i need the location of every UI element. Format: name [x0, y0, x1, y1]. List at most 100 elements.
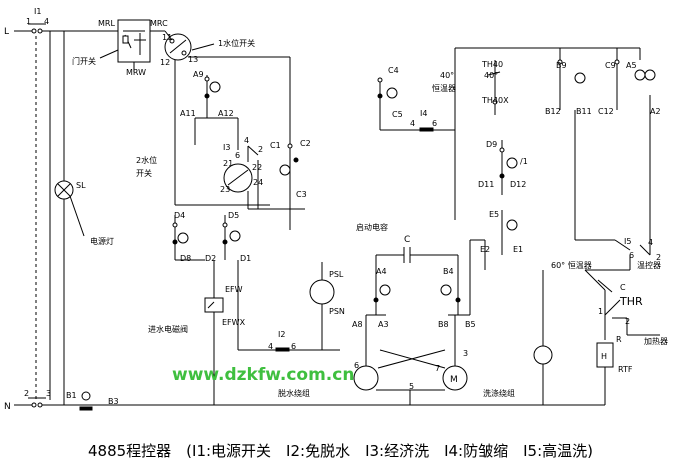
label-heater: 加热器	[644, 336, 668, 346]
contact-d9-d12	[499, 140, 518, 195]
label-n22: 22	[252, 163, 262, 172]
label-temp-controller: 温控器	[637, 260, 661, 270]
label-n11: 11	[162, 33, 172, 42]
label-n6c: 6	[291, 342, 296, 351]
label-psl: PSL	[329, 270, 344, 279]
label-efwx: EFWX	[222, 318, 246, 327]
label-c: C	[404, 235, 410, 245]
label-th40x: TH40X	[481, 96, 509, 105]
label-i3: I3	[223, 143, 230, 152]
thermostat-60	[584, 269, 613, 340]
label-n2: 2	[258, 145, 263, 154]
label-a9: A9	[193, 70, 204, 79]
label-c3: C3	[296, 190, 307, 199]
label-b4: B4	[443, 267, 454, 276]
label-n4c: 4	[268, 342, 273, 351]
diagram-caption: 4885程控器 (I1:电源开关 I2:免脱水 I3:经济洗 I4:防皱缩 I5…	[88, 442, 593, 460]
label-i1: I1	[34, 7, 41, 16]
contact-a4-a8	[366, 275, 391, 316]
label-sl: SL	[76, 181, 86, 190]
contact-b9-b12	[557, 48, 615, 241]
label-door-switch: 门开关	[72, 56, 96, 66]
label-c-thr: C	[620, 283, 626, 292]
label-d12: D12	[510, 180, 526, 189]
label-slash-1: /1	[520, 157, 528, 166]
label-t2: 2	[24, 389, 29, 398]
contact-a9	[194, 75, 239, 150]
label-mrl: MRL	[98, 19, 115, 28]
power-rails	[14, 30, 605, 406]
label-a8: A8	[352, 320, 363, 329]
temperature-controller	[604, 299, 660, 336]
label-th40: TH40	[481, 60, 503, 69]
label-a4: A4	[376, 267, 387, 276]
limiter-40	[455, 47, 640, 115]
label-water-level-2b: 开关	[136, 168, 152, 178]
switch-i5	[585, 239, 651, 271]
label-a5: A5	[626, 61, 637, 70]
label-i2: I2	[278, 330, 285, 339]
label-n5: 5	[409, 382, 414, 391]
label-m: M	[450, 375, 458, 385]
label-n4b: 4	[410, 119, 415, 128]
label-a12: A12	[218, 109, 234, 118]
heater	[596, 342, 614, 405]
label-b1: B1	[66, 391, 77, 400]
label-b3: B3	[108, 397, 119, 406]
label-n6e: 6	[354, 361, 359, 370]
label-b8: B8	[438, 320, 449, 329]
label-n13: 13	[188, 55, 198, 64]
label-n2-thr: 2	[625, 317, 630, 326]
label-i4: I4	[420, 109, 427, 118]
label-i5: I5	[624, 237, 631, 246]
drain-pump	[309, 262, 335, 350]
label-inlet-valve: 进水电磁阀	[148, 324, 188, 334]
label-mrc: MRC	[150, 19, 168, 28]
label-thermostat-60: 60° 恒温器	[551, 260, 592, 270]
label-h: H	[601, 352, 607, 361]
label-limiter-40b: 恒温器	[432, 83, 456, 93]
label-c5: C5	[392, 110, 403, 119]
contact-d4-d8	[172, 215, 205, 261]
door-switch	[99, 19, 165, 72]
label-n3: 3	[463, 349, 468, 358]
label-a2: A2	[650, 107, 661, 116]
power-lamp	[54, 31, 85, 405]
label-d4: D4	[174, 211, 185, 220]
label-a11: A11	[180, 109, 196, 118]
label-efw: EFW	[225, 285, 243, 294]
label-n1-thr: 1	[598, 307, 603, 316]
contact-e1-e5	[484, 210, 518, 270]
start-capacitor	[375, 247, 459, 275]
contact-d5-d1	[222, 215, 241, 350]
label-b12: B12	[545, 107, 561, 116]
terminal-labels: L N I1 1 4 2 3 B1 B3 SL MRL MRC MRW 11 1…	[4, 7, 661, 412]
label-b11: B11	[576, 107, 592, 116]
indicator-lamp-right	[533, 270, 553, 405]
watermark-text: www.dzkfw.com.cn	[172, 365, 354, 385]
label-t1: 1	[26, 17, 31, 26]
label-start-cap: 启动电容	[356, 222, 388, 232]
label-water-level-2a: 2水位	[136, 155, 157, 165]
label-t3: 3	[46, 389, 51, 398]
motor-cross-wiring	[376, 239, 485, 405]
label-rtf: RTF	[618, 365, 633, 374]
label-spin-coil: 脱水绕组	[278, 388, 310, 398]
water-level-switch-1	[164, 30, 291, 205]
label-psn: PSN	[329, 307, 345, 316]
label-n6b: 6	[432, 119, 437, 128]
label-e5: E5	[489, 210, 499, 219]
power-switch-top	[28, 23, 46, 34]
b1-contact	[79, 391, 93, 411]
label-limiter-40a: 40°	[440, 71, 454, 80]
inlet-valve	[204, 260, 224, 405]
label-n4: 4	[244, 136, 249, 145]
label-limiter-40c: 40°	[484, 71, 498, 80]
label-n7: 7	[435, 364, 440, 373]
label-n21: 21	[223, 159, 233, 168]
label-a3: A3	[378, 320, 389, 329]
contact-c4-c5	[377, 48, 456, 220]
label-power-lamp: 电源灯	[90, 236, 114, 246]
label-d1: D1	[240, 254, 251, 263]
